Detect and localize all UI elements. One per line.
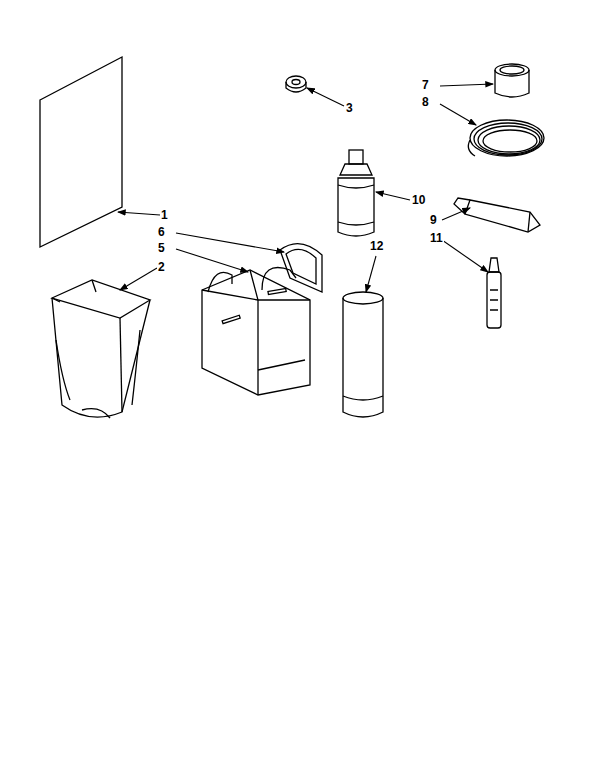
callout-number: 2 [157, 261, 166, 273]
sheet-part [40, 57, 122, 247]
bag-liner [52, 280, 150, 418]
callout-number: 9 [429, 214, 438, 226]
tall-can [343, 292, 383, 417]
callout-number: 6 [157, 226, 166, 238]
leader-lines [118, 84, 493, 292]
callout-number: 11 [429, 232, 444, 244]
callout-number: 1 [160, 209, 169, 221]
callout-number: 12 [369, 240, 384, 252]
callout-number: 5 [157, 242, 166, 254]
callout-number: 3 [345, 102, 354, 114]
callout-number: 8 [421, 96, 430, 108]
applicator-part [487, 258, 501, 328]
spray-can [338, 150, 374, 236]
holder-part [202, 268, 310, 396]
cord-coil [468, 120, 544, 156]
ring-part [286, 76, 306, 92]
gasket-part [280, 244, 322, 292]
callout-number: 10 [411, 194, 426, 206]
callout-number: 7 [421, 79, 430, 91]
tube-part [454, 198, 540, 232]
cap-part [495, 64, 529, 97]
